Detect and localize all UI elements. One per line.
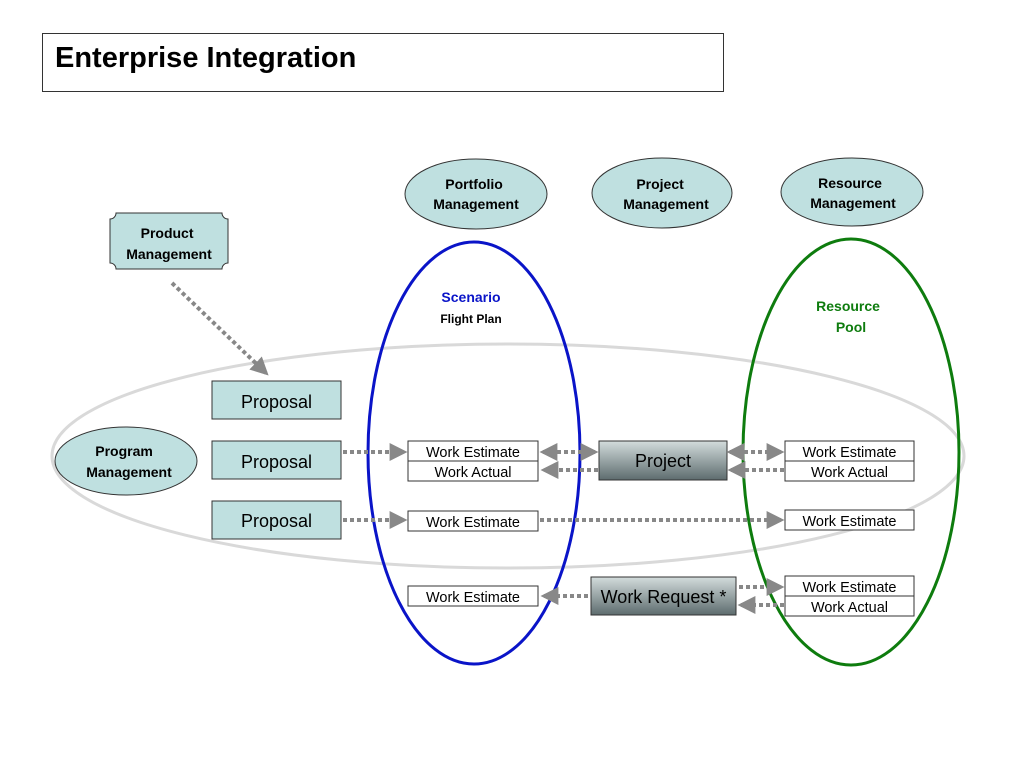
scenario-estimate-3: Work Estimate: [407, 585, 539, 607]
project-box-label: Project: [635, 451, 691, 471]
work-estimate-label: Work Estimate: [426, 590, 520, 606]
proposal-box-3: Proposal: [211, 500, 342, 540]
proposal-label-3: Proposal: [241, 511, 312, 531]
resource-pool-line2: Pool: [836, 319, 866, 335]
work-estimate-label: Work Estimate: [802, 514, 896, 530]
work-estimate-label: Work Estimate: [426, 515, 520, 531]
resource-estimate-2: Work Estimate: [784, 509, 915, 531]
scenario-estimate-pair-1: Work Estimate Work Actual: [407, 440, 539, 482]
proposal-box-2: Proposal: [211, 440, 342, 480]
product-label-line1: Product: [141, 225, 194, 241]
portfolio-label-line2: Management: [433, 196, 519, 212]
page-title: Enterprise Integration: [55, 42, 357, 74]
svg-text:Product Management: Product Management: [126, 225, 212, 262]
svg-text:Program Management: Program Management: [86, 443, 172, 480]
connector-product-to-proposal: [170, 281, 269, 376]
work-estimate-label: Work Estimate: [802, 580, 896, 596]
proposal-label-1: Proposal: [241, 392, 312, 412]
product-label-line2: Management: [126, 246, 212, 262]
work-request-label: Work Request *: [601, 587, 727, 607]
work-actual-label: Work Actual: [434, 465, 511, 481]
proposal-label-2: Proposal: [241, 452, 312, 472]
scenario-estimate-2: Work Estimate: [407, 510, 539, 532]
work-estimate-label: Work Estimate: [426, 445, 520, 461]
project-management-node: Project Management: [591, 157, 733, 229]
project-box: Project: [598, 440, 728, 481]
work-estimate-label: Work Estimate: [802, 445, 896, 461]
svg-text:Portfolio Management: Portfolio Management: [433, 176, 519, 212]
svg-text:Resource Pool: Resource Pool: [816, 298, 884, 335]
flight-plan-label: Flight Plan: [440, 312, 501, 326]
resource-pool-line1: Resource: [816, 298, 880, 314]
program-label-line1: Program: [95, 443, 153, 459]
product-management-node: Product Management: [109, 212, 229, 270]
work-actual-label: Work Actual: [811, 465, 888, 481]
portfolio-management-node: Portfolio Management: [404, 158, 548, 230]
resource-estimate-pair-3: Work Estimate Work Actual: [784, 575, 915, 617]
program-management-node: Program Management: [54, 426, 198, 496]
resource-label-line1: Resource: [818, 175, 882, 191]
svg-text:Project Management: Project Management: [623, 176, 709, 212]
portfolio-label-line1: Portfolio: [445, 176, 503, 192]
project-label-line2: Management: [623, 196, 709, 212]
work-request-box: Work Request *: [590, 576, 737, 616]
work-actual-label: Work Actual: [811, 600, 888, 616]
program-management-ring: [50, 342, 966, 570]
scenario-label: Scenario: [441, 289, 500, 305]
project-label-line1: Project: [636, 176, 684, 192]
resource-label-line2: Management: [810, 195, 896, 211]
program-label-line2: Management: [86, 464, 172, 480]
svg-text:Resource Management: Resource Management: [810, 175, 896, 211]
resource-estimate-pair-1: Work Estimate Work Actual: [784, 440, 915, 482]
title-box: Enterprise Integration: [42, 33, 724, 92]
proposal-box-1: Proposal: [211, 380, 342, 420]
resource-management-node: Resource Management: [780, 157, 924, 227]
